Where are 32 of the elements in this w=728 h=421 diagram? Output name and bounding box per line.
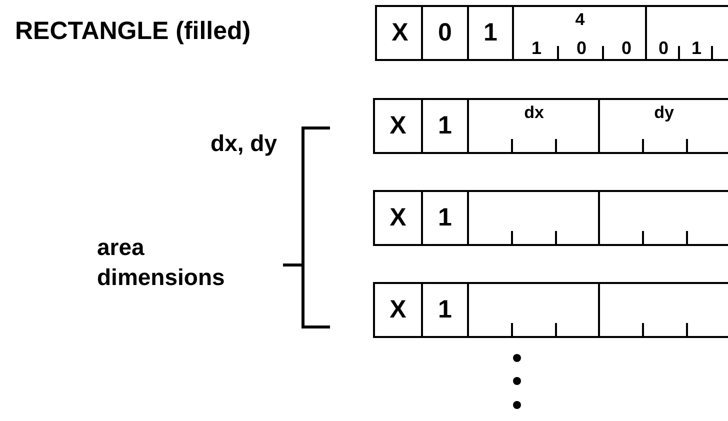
bit-value: X bbox=[388, 298, 408, 322]
bit-cell bbox=[467, 5, 514, 61]
bit-value: 1 bbox=[437, 298, 453, 322]
bit-cell bbox=[421, 98, 469, 154]
bit-value: X bbox=[390, 20, 410, 46]
bit-value: X bbox=[388, 114, 408, 138]
bit-cell bbox=[421, 190, 469, 246]
bit-value: 0 bbox=[437, 20, 453, 46]
bit-field bbox=[598, 98, 728, 154]
side-label: dx, dy bbox=[210, 130, 277, 157]
bit-value: 1 bbox=[437, 206, 453, 230]
bit-value: 0 bbox=[620, 39, 632, 57]
bit-cell bbox=[421, 5, 469, 61]
field-label: dy bbox=[653, 104, 675, 121]
field-label: 4 bbox=[574, 11, 586, 28]
bit-value: 0 bbox=[657, 39, 670, 57]
side-label: area dimensions bbox=[97, 233, 226, 292]
bit-cell bbox=[373, 282, 423, 338]
bit-field bbox=[645, 5, 728, 61]
bit-cell bbox=[421, 282, 469, 338]
bit-value: 1 bbox=[690, 39, 702, 57]
bit-value: 1 bbox=[437, 114, 453, 138]
bit-value: X bbox=[388, 206, 408, 230]
bit-value: 1 bbox=[530, 39, 542, 57]
bit-field bbox=[467, 98, 601, 154]
bit-value: 1 bbox=[482, 20, 498, 46]
bit-cell bbox=[373, 190, 423, 246]
bit-cell bbox=[373, 98, 423, 154]
bit-field bbox=[512, 5, 648, 61]
diagram-title: RECTANGLE (filled) bbox=[15, 17, 251, 46]
field-label: dx bbox=[523, 104, 545, 121]
bit-value: 0 bbox=[575, 39, 588, 57]
